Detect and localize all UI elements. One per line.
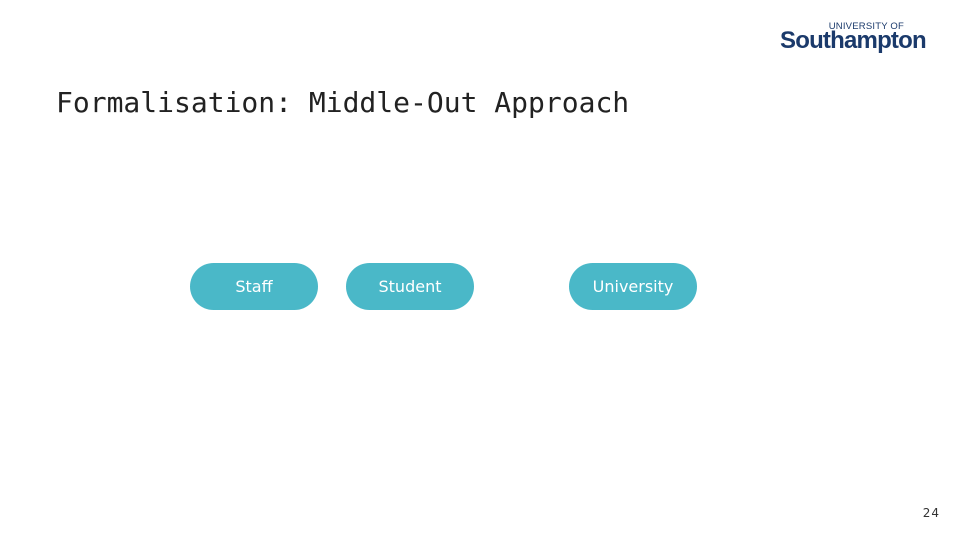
page-number: 24 bbox=[922, 506, 940, 520]
university-logo: UNIVERSITY OF Southampton bbox=[780, 20, 930, 58]
node-university-label: University bbox=[592, 277, 674, 296]
slide-title: Formalisation: Middle-Out Approach bbox=[56, 86, 630, 119]
logo-university-of: UNIVERSITY OF bbox=[828, 21, 904, 32]
node-staff: Staff bbox=[190, 263, 318, 310]
node-student: Student bbox=[346, 263, 474, 310]
node-university: University bbox=[569, 263, 697, 310]
node-student-label: Student bbox=[378, 277, 442, 296]
node-staff-label: Staff bbox=[235, 277, 273, 296]
logo-southampton: Southampton bbox=[780, 27, 927, 54]
